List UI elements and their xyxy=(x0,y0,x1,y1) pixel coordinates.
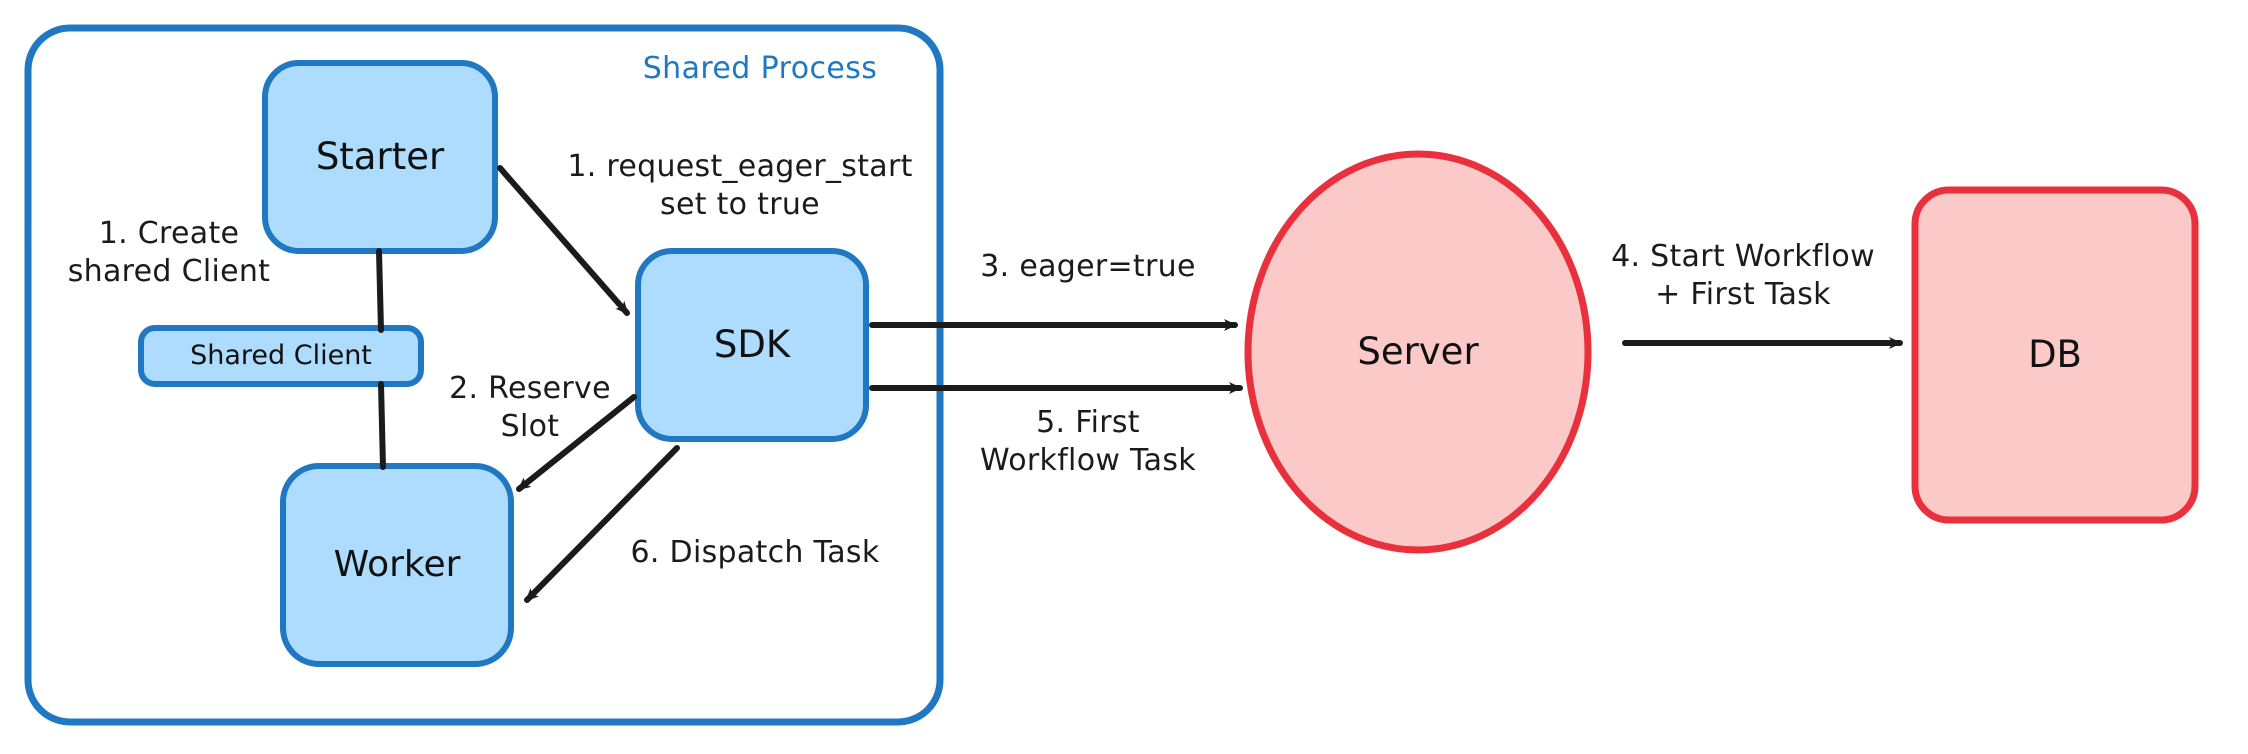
node-worker-label: Worker xyxy=(333,544,461,586)
edge-request-eager-start xyxy=(497,165,630,316)
node-starter-label: Starter xyxy=(315,134,445,178)
node-db-label: DB xyxy=(2028,332,2082,376)
edge-shared-client-worker xyxy=(378,381,386,470)
shared-process-container xyxy=(24,24,944,726)
node-sdk-label: SDK xyxy=(713,322,791,366)
edge-dispatch-task xyxy=(524,445,680,603)
node-db-shape[interactable] xyxy=(1911,186,2199,524)
node-worker-shape[interactable] xyxy=(280,463,514,667)
edge-create-shared-client xyxy=(376,248,384,333)
node-shared-client-shape[interactable] xyxy=(138,325,424,387)
edge-reserve-slot xyxy=(516,394,637,492)
node-sdk-shape[interactable] xyxy=(635,248,869,442)
node-server-shape[interactable] xyxy=(1244,150,1592,554)
node-shared-client-label: Shared Client xyxy=(190,339,372,371)
node-server-label: Server xyxy=(1357,329,1479,373)
